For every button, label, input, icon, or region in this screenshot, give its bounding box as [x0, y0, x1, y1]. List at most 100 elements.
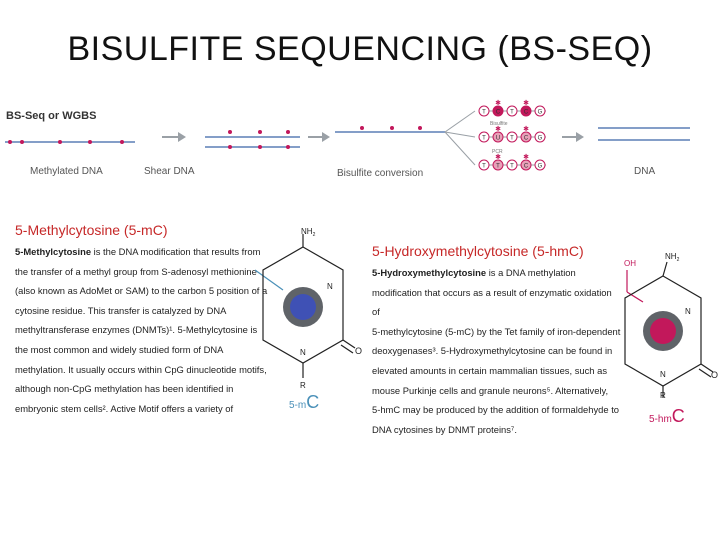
o-label: O — [355, 346, 362, 356]
paragraph-line: 5-Methylcytosine is the DNA modification… — [15, 246, 261, 257]
methyl-mark — [360, 126, 364, 130]
base-circle — [534, 105, 546, 117]
base-circle — [492, 131, 504, 143]
paragraph-line: mouse Purkinje cells and granule neurons… — [372, 384, 609, 396]
base-circle — [534, 159, 546, 171]
base-letter: G — [538, 164, 543, 170]
n-label: N — [685, 307, 691, 316]
nh2-label: NH — [301, 227, 313, 236]
mc-structure: NH2 N N O R 5-mC — [255, 227, 362, 412]
paragraph-line: methyltransferase enzymes (DNMTs)¹. 5-Me… — [15, 324, 258, 336]
mc-description: 5-Methylcytosine is the DNA modification… — [15, 242, 270, 418]
n-label: N — [300, 348, 306, 357]
hmc-section-title: 5-Hydroxymethylcytosine (5-hmC) — [372, 243, 584, 259]
methyl-mark — [8, 140, 12, 144]
base-circle — [506, 131, 518, 143]
methyl-mark — [58, 140, 62, 144]
bold-term: 5-Methylcytosine — [15, 246, 92, 257]
hmc-description: 5-Hydroxymethylcytosine is a DNA methyla… — [372, 263, 622, 439]
base-circle — [478, 131, 490, 143]
r-label: R — [300, 381, 306, 390]
paragraph-line: 5-methylcytosine (5-mC) by the Tet famil… — [372, 325, 621, 337]
methyl-mark — [390, 126, 394, 130]
base-circle — [520, 159, 532, 171]
mc-section-title: 5-Methylcytosine (5-mC) — [15, 222, 168, 238]
methyl-star-icon: ✱ — [495, 99, 501, 107]
base-circle — [520, 105, 532, 117]
n-label: N — [660, 370, 666, 379]
base-circle — [534, 131, 546, 143]
base-circle — [506, 159, 518, 171]
methyl-glow-inner — [290, 294, 316, 320]
step-label-bisulfite: Bisulfite conversion — [337, 168, 424, 179]
bisulfite-dna-strand — [335, 126, 445, 133]
paragraph-line: the most common and widely studied form … — [15, 343, 224, 355]
base-circle — [492, 105, 504, 117]
methylated-dna-strand — [5, 140, 135, 144]
base-letter: T — [482, 136, 486, 142]
base-letter: C — [496, 110, 501, 116]
bold-term: 5-Hydroxymethylcytosine — [372, 267, 487, 278]
base-circle — [492, 159, 504, 171]
methyl-star-icon: ✱ — [495, 125, 501, 133]
methyl-mark — [286, 130, 290, 134]
methyl-mark — [286, 145, 290, 149]
base-letter: T — [510, 164, 514, 170]
methyl-mark — [418, 126, 422, 130]
methyl-mark — [88, 140, 92, 144]
methyl-mark — [228, 145, 232, 149]
paragraph-line: DNA cytosines by DNMT proteins⁷. — [372, 423, 517, 435]
paragraph-line: methylation. It usually occurs within Cp… — [15, 363, 267, 375]
svg-text:NH2: NH2 — [665, 252, 680, 263]
methyl-mark — [120, 140, 124, 144]
flow-arrow — [162, 132, 186, 142]
base-letter: C — [524, 136, 529, 142]
step-label-dna: DNA — [634, 166, 656, 177]
paragraph-line: 5-Hydroxymethylcytosine is a DNA methyla… — [372, 267, 576, 278]
nh2-label: NH — [665, 252, 677, 261]
paragraph-line: cytosine residue. This transfer is catal… — [15, 304, 227, 316]
r-label: R — [660, 391, 666, 400]
paragraph-line: the transfer of a methyl group from S-ad… — [15, 265, 257, 277]
bisulfite-step-label: Bisulfite — [490, 121, 508, 127]
methyl-mark — [258, 130, 262, 134]
methyl-mark — [20, 140, 24, 144]
nh2-subscript: 2 — [313, 232, 316, 238]
paragraph-line: deoxygenases³. 5-Hydroxymethylcytosine c… — [372, 345, 613, 357]
oh-label: OH — [624, 259, 636, 268]
paragraph-line: although non-CpG methylation has been id… — [15, 383, 234, 395]
base-letter: T — [510, 110, 514, 116]
methyl-mark — [258, 145, 262, 149]
base-letter: T — [496, 164, 500, 170]
paragraph-line: 5-hmC may be produced by the addition of… — [372, 404, 620, 416]
nh2-subscript: 2 — [677, 257, 680, 263]
base-letter: T — [510, 136, 514, 142]
base-letter: U — [496, 136, 500, 142]
mc-structure-label: 5-mC — [289, 392, 319, 412]
sheared-dna-fragments — [205, 130, 300, 149]
flow-arrow — [562, 132, 584, 142]
methyl-star-icon: ✱ — [495, 153, 501, 161]
final-dna-strands — [598, 127, 690, 141]
base-letter: G — [538, 136, 543, 142]
o-label: O — [711, 370, 718, 380]
flow-arrow — [308, 132, 330, 142]
methyl-mark — [228, 130, 232, 134]
slide-title: BISULFITE SEQUENCING (BS-SEQ) — [67, 30, 653, 68]
methyl-star-icon: ✱ — [523, 99, 529, 107]
methyl-star-icon: ✱ — [523, 153, 529, 161]
workflow-header: BS-Seq or WGBS — [6, 110, 97, 122]
base-circle — [478, 159, 490, 171]
branch-lines — [444, 110, 476, 166]
step-label-shear: Shear DNA — [144, 166, 195, 177]
base-circle — [478, 105, 490, 117]
base-letter: C — [524, 110, 529, 116]
paragraph-line: embryonic stem cells². Active Motif offe… — [15, 402, 234, 414]
base-circle — [520, 131, 532, 143]
methyl-star-icon: ✱ — [523, 125, 529, 133]
base-letter: C — [524, 164, 529, 170]
hydroxymethyl-glow-inner — [650, 318, 676, 344]
paragraph-line: modification that occurs as a result of … — [372, 286, 612, 318]
